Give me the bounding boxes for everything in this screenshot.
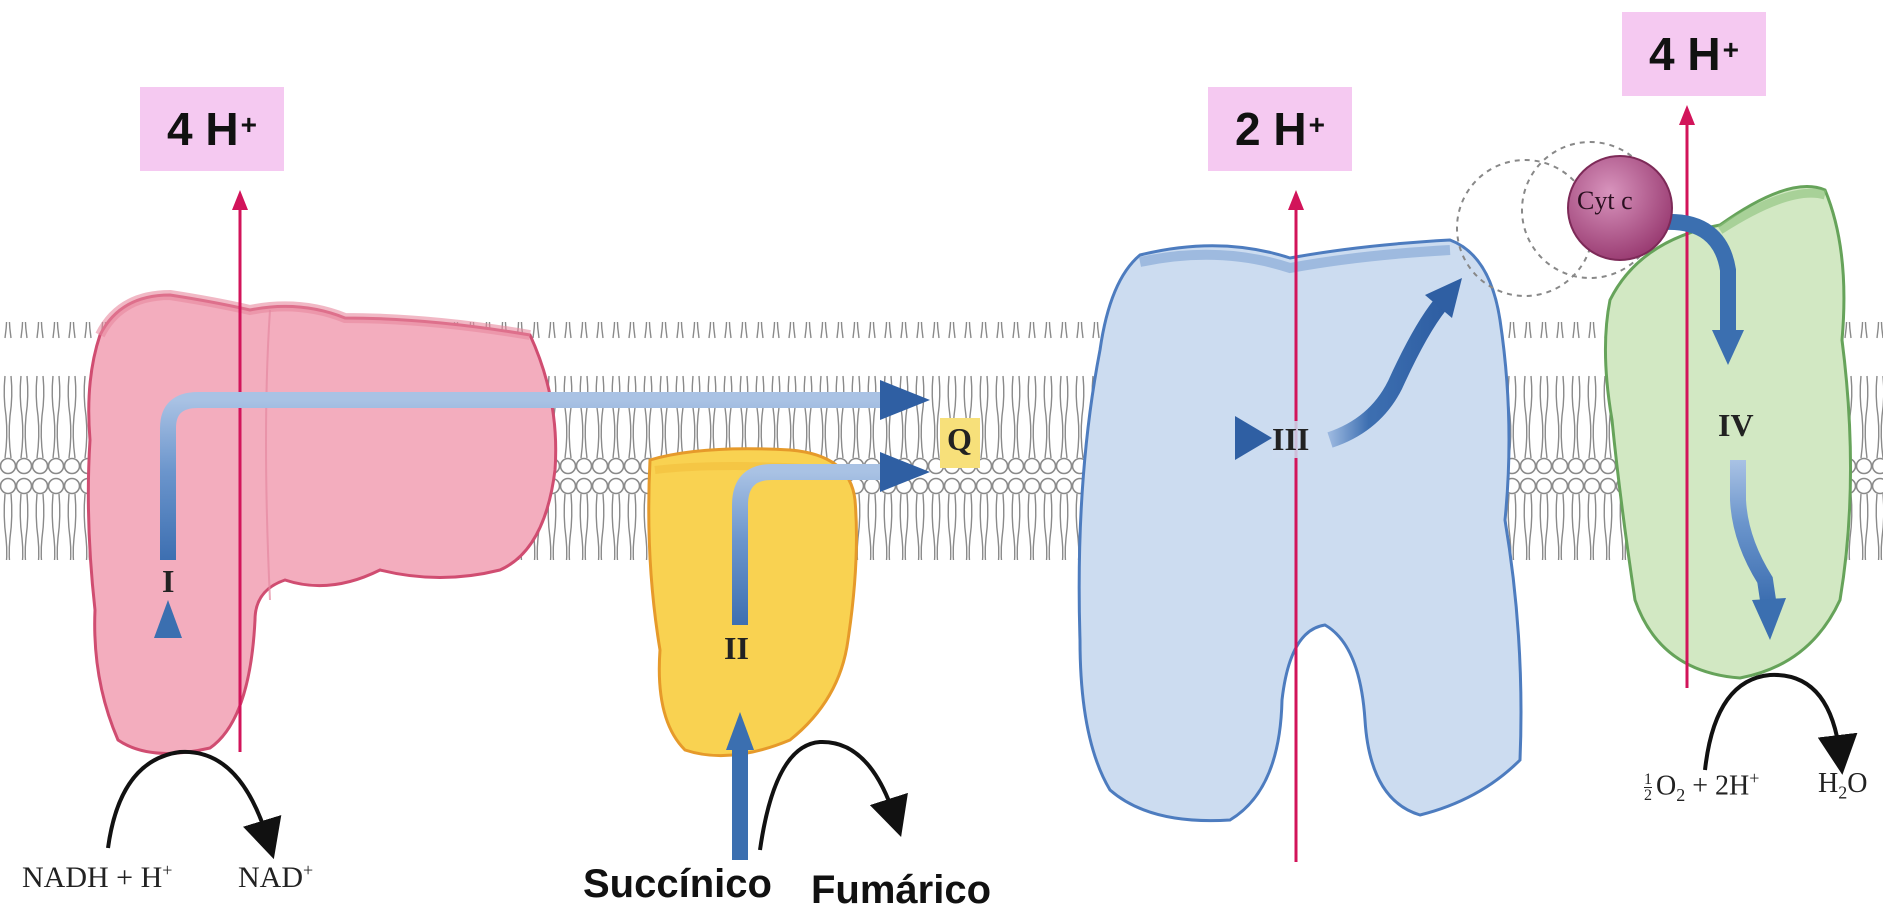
nad-label: NAD+: [238, 860, 313, 895]
proton-superscript: +: [1723, 34, 1739, 66]
complex-i-label: I: [162, 563, 174, 600]
reaction-arcs: [108, 675, 1840, 850]
proton-superscript: +: [241, 109, 257, 141]
fumarico-label: Fumárico: [811, 868, 991, 913]
nad-text: NAD: [238, 861, 303, 894]
complex-iv-proton-box: 4 H+: [1622, 12, 1766, 96]
nadh-text: NADH + H: [22, 861, 162, 894]
complex-ii-label: II: [724, 630, 749, 667]
complex-iii-label: III: [1272, 421, 1309, 458]
complex-iv-label: IV: [1718, 407, 1754, 444]
cyt-c-label: Cyt c: [1577, 186, 1633, 216]
complex-i-proton-label: 4 H: [167, 102, 239, 156]
water-label: H2O: [1818, 768, 1867, 804]
proton-superscript: +: [1309, 109, 1325, 141]
complex-iii-shape: [1079, 240, 1521, 821]
complex-iii-proton-box: 2 H+: [1208, 87, 1352, 171]
nad-superscript: +: [303, 860, 313, 880]
complex-i-shape: [88, 295, 555, 753]
succinico-label: Succínico: [583, 862, 772, 907]
complex-ii-shape: [649, 449, 857, 756]
complex-iv-proton-label: 4 H: [1649, 27, 1721, 81]
complex-i-proton-box: 4 H+: [140, 87, 284, 171]
ubiquinone-label: Q: [947, 421, 972, 458]
nadh-superscript: +: [162, 860, 172, 880]
complex-iii-proton-label: 2 H: [1235, 102, 1307, 156]
nadh-label: NADH + H+: [22, 860, 172, 895]
